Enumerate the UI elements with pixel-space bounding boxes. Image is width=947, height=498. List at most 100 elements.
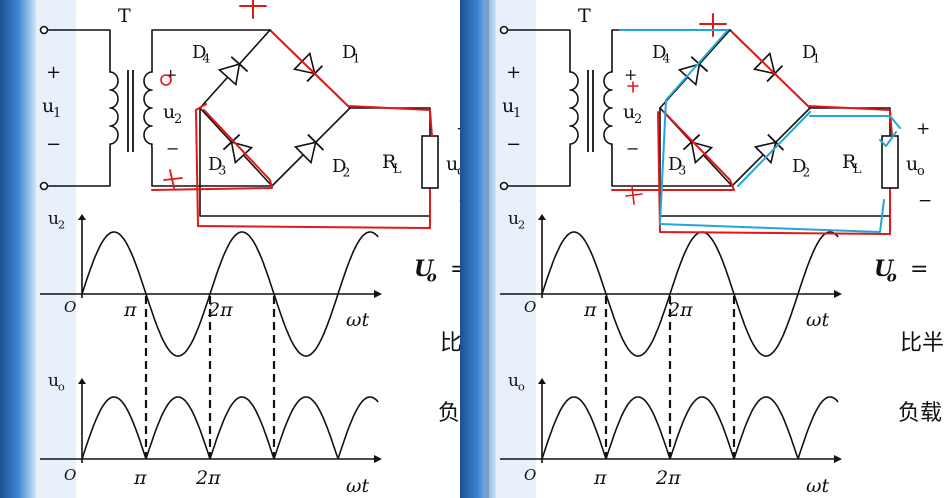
label-d3-sub: 3	[218, 164, 226, 178]
label-u1-plus: +	[506, 62, 521, 83]
label-uo-plus: +	[916, 119, 930, 139]
formula-uo: Uo	[414, 256, 437, 286]
primary-coil	[569, 71, 579, 149]
terminal-top	[499, 25, 509, 35]
label-u2-minus: −	[626, 139, 639, 158]
diode-d2-bar	[307, 133, 325, 151]
red-path-return	[657, 111, 891, 235]
graph-u2-xlabel: ωt	[806, 309, 829, 331]
label-u1: u1	[502, 95, 521, 121]
cyan-path-1	[619, 29, 885, 233]
slide-side-bar-fade	[496, 0, 536, 498]
label-u2-sub: 2	[634, 112, 642, 127]
label-d2-main: D	[332, 156, 346, 177]
red-plus-u2	[627, 81, 639, 93]
graph-u2-origin: O	[524, 298, 536, 316]
label-u2-main: u	[163, 101, 175, 123]
label-d2-sub: 2	[802, 166, 810, 180]
slide-side-bar	[460, 0, 496, 498]
diode-d3-bar	[222, 134, 241, 151]
graph-u2-y-arrow	[538, 214, 546, 220]
red-circle-u2	[160, 74, 172, 86]
red-plus-bottom	[163, 169, 183, 189]
terminal-bottom	[39, 181, 49, 191]
diode-d3	[222, 134, 254, 165]
label-u1-sub: 1	[53, 106, 61, 121]
side-line-3: 负载	[898, 401, 942, 426]
graph-uo-origin: O	[524, 466, 536, 484]
graph-u2-x-arrow	[834, 290, 842, 298]
cyan-path-2	[737, 111, 901, 187]
diode-d2-triangle	[753, 141, 777, 165]
graph-u2-2pi: 2π	[667, 299, 693, 321]
u2-sine-wave	[81, 231, 379, 357]
graph-uo-pi: π	[133, 467, 147, 489]
right-annotations	[611, 13, 901, 235]
label-u2-plus: +	[164, 65, 177, 84]
slide-side-bar-fade	[36, 0, 76, 498]
label-rl-main: R	[382, 151, 397, 173]
label-transformer: T	[578, 5, 591, 27]
primary-wire-bottom	[47, 147, 111, 187]
graph-u2-ylabel-sub: 2	[58, 217, 65, 231]
panel-divider	[485, 0, 489, 498]
label-u2: u2	[623, 101, 642, 127]
formula-uo-sub: o	[427, 268, 437, 286]
formula-uo-sub: o	[887, 268, 897, 286]
diode-d3-triangle	[230, 141, 254, 165]
formula-uo-main: U	[414, 256, 435, 282]
graph-uo-y-arrow	[78, 378, 86, 384]
graph-u2-ylabel-main: u	[48, 209, 59, 229]
label-d1-sub: 1	[352, 52, 360, 66]
secondary-wire-bottom	[611, 147, 733, 187]
graph-u2-pi: π	[583, 299, 597, 321]
graph-u2-ylabel: u2	[508, 209, 525, 231]
terminal-bottom	[499, 181, 509, 191]
slide-background	[0, 0, 487, 498]
diode-d4-triangle	[217, 62, 241, 87]
label-u1-sub: 1	[513, 106, 521, 121]
graph-u2-pi: π	[123, 299, 137, 321]
red-path-d1	[271, 31, 433, 137]
graph-uo-x-arrow	[374, 455, 382, 463]
red-path-return	[195, 103, 431, 229]
secondary-coil	[603, 71, 613, 149]
uo-rectified-wave	[541, 396, 839, 460]
graph-u2-y-arrow	[78, 214, 86, 220]
cyan-check	[879, 131, 897, 147]
slide-side-bar	[0, 0, 36, 498]
label-d3: D3	[668, 154, 686, 178]
label-transformer: T	[118, 5, 131, 27]
label-rl: RL	[842, 151, 862, 177]
label-uo-sub: o	[917, 164, 925, 179]
label-uo: uo	[906, 153, 925, 179]
diode-d2-triangle	[293, 141, 317, 165]
slide-content: T+u1−+u2−D4D1D3D2RL+uo−u2Oπ2πωtuoOπ2πωtU…	[0, 0, 487, 498]
label-u1-minus: −	[46, 134, 61, 155]
label-u2-main: u	[623, 101, 635, 123]
label-u1-minus: −	[506, 134, 521, 155]
graph-uo-ylabel-main: u	[48, 371, 59, 391]
label-uo-main: u	[906, 153, 918, 175]
label-u1-plus: +	[46, 62, 61, 83]
label-u2-sub: 2	[174, 112, 182, 127]
label-d1-main: D	[802, 42, 816, 63]
red-plus-top	[239, 0, 267, 19]
formula-uo: Uo	[874, 256, 897, 286]
graph-uo-ylabel-main: u	[508, 371, 519, 391]
graph-u2-ylabel-sub: 2	[518, 217, 525, 231]
label-d2-main: D	[792, 156, 806, 177]
graph-uo-pi: π	[593, 467, 607, 489]
primary-coil	[109, 71, 119, 149]
diode-d4-bar	[230, 56, 249, 73]
label-d4-main: D	[192, 42, 206, 63]
formula-uo-rest: =	[910, 257, 928, 282]
label-d3: D3	[208, 154, 226, 178]
load-resistor	[421, 135, 439, 189]
